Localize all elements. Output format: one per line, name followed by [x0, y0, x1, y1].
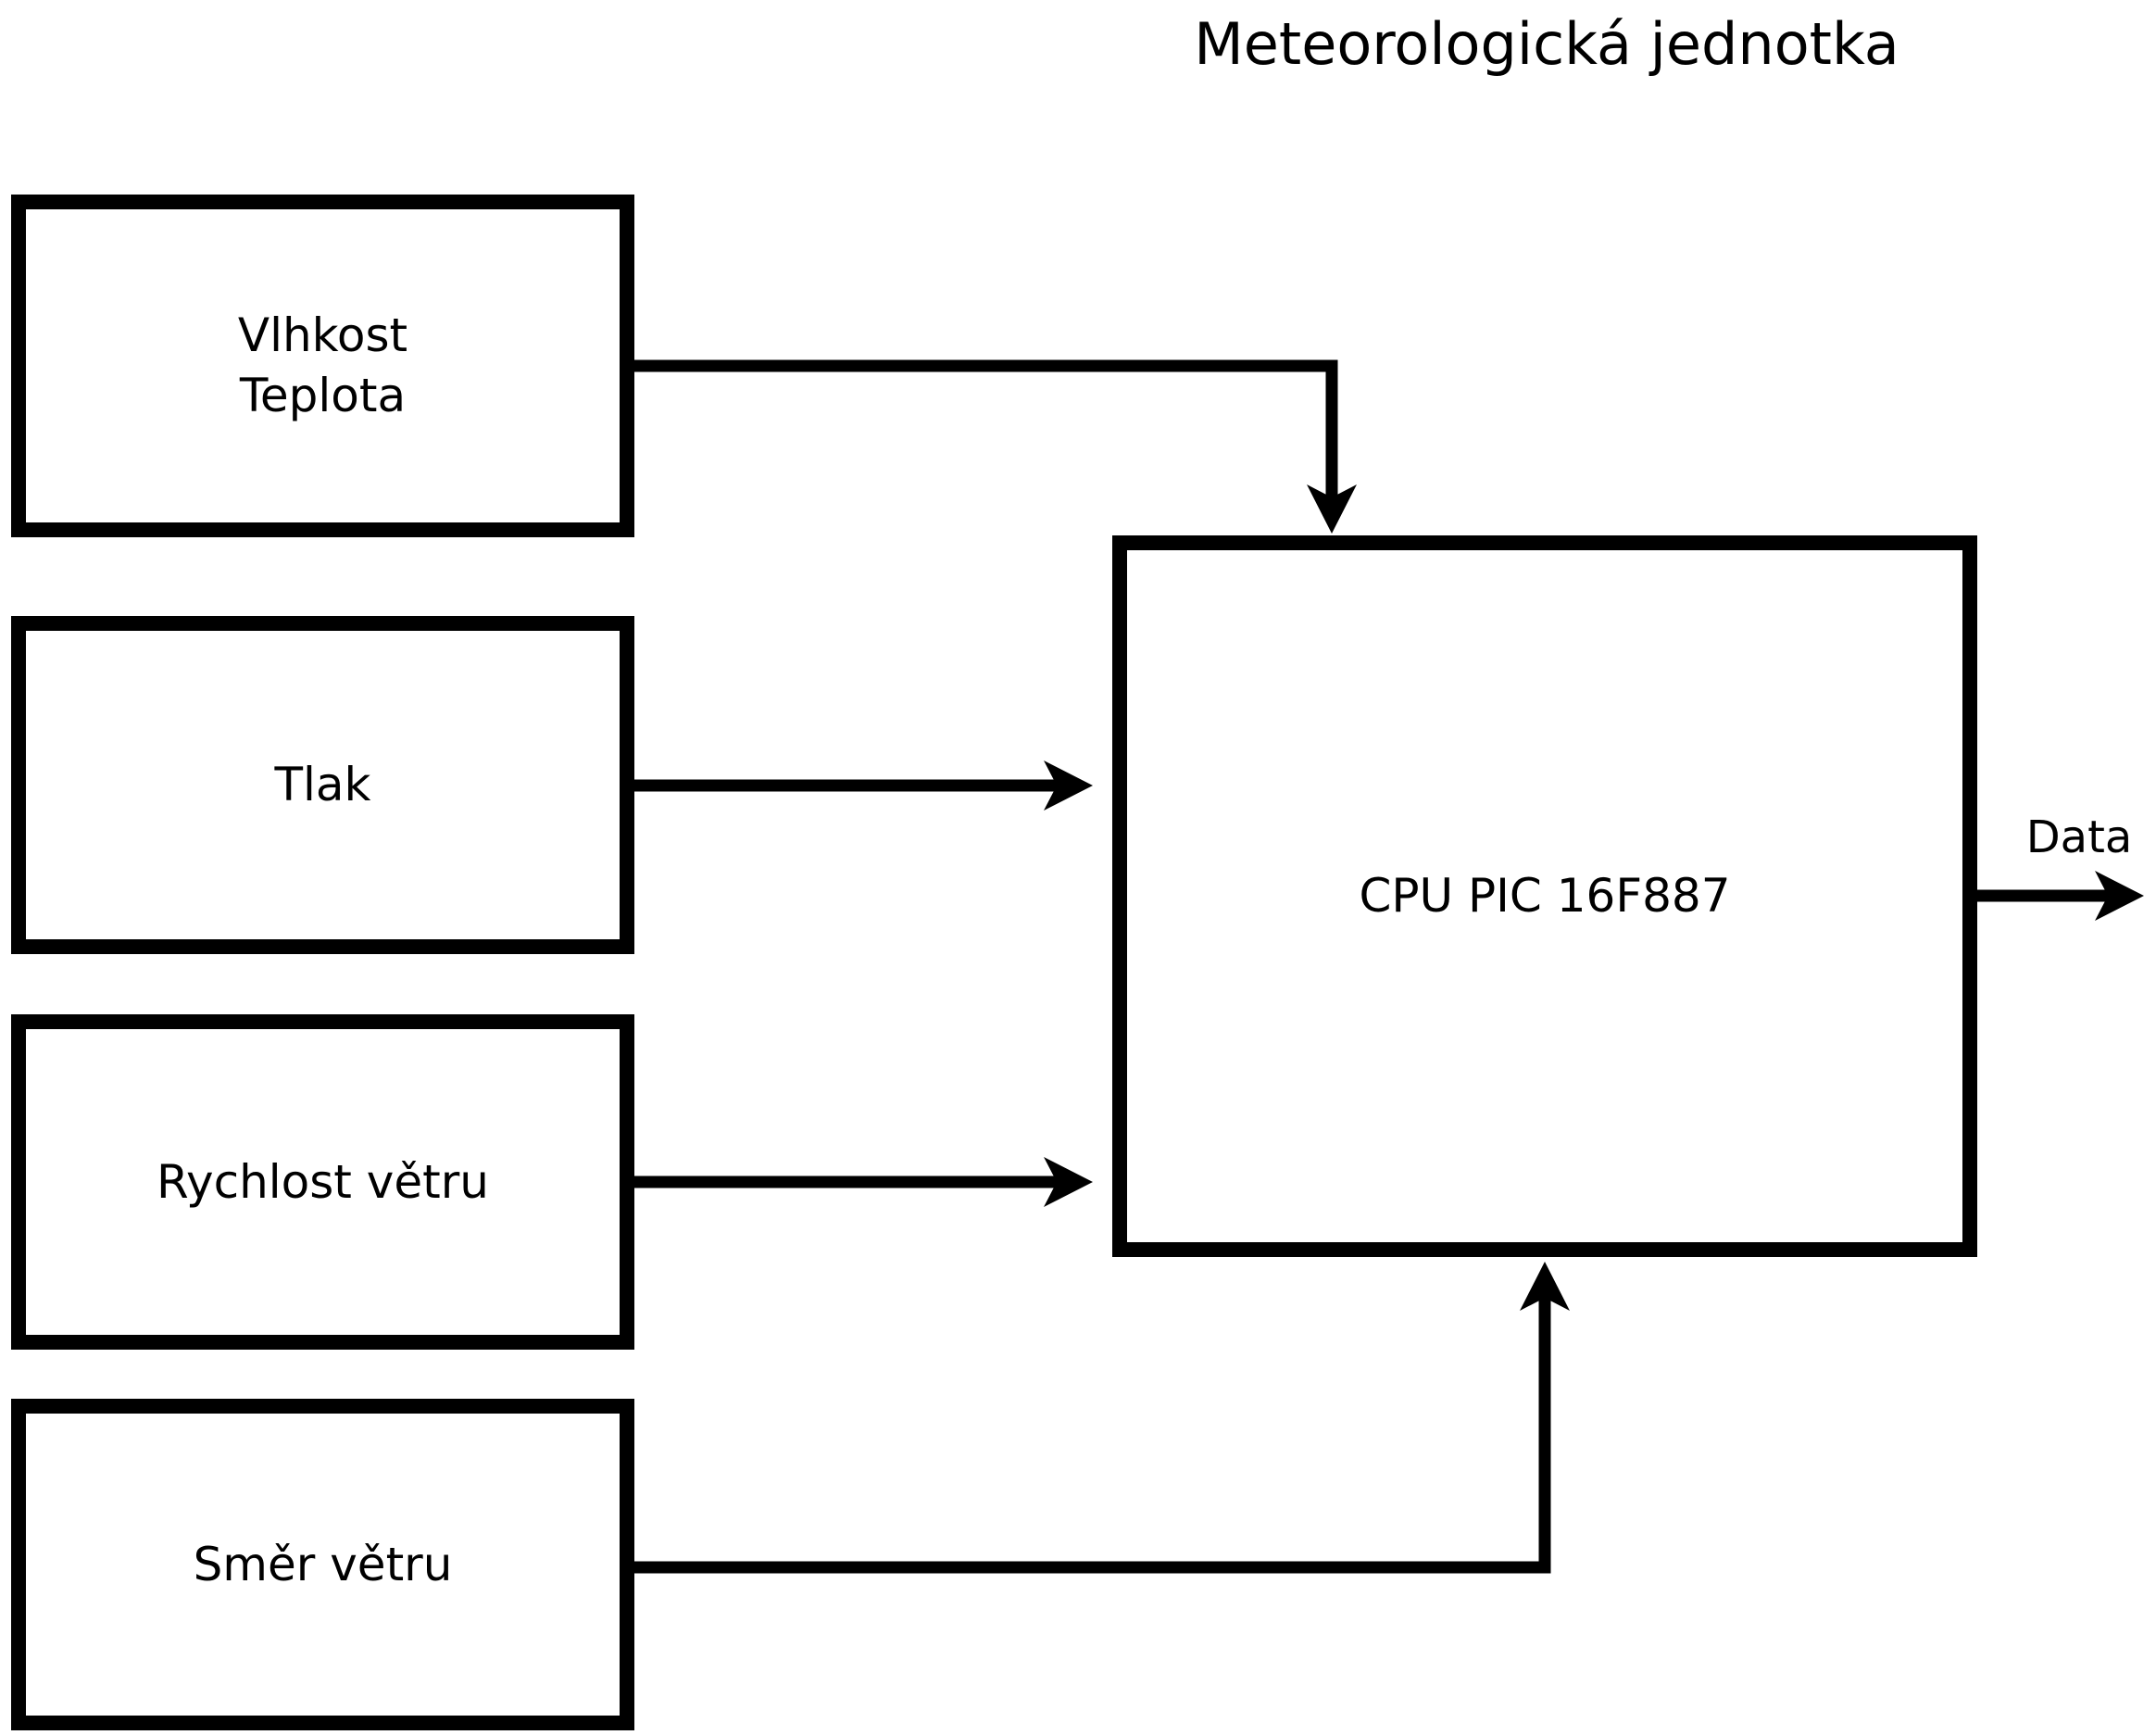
input-box-label: Vlhkost Teplota [237, 308, 408, 422]
arrowhead-right-icon [1044, 761, 1093, 811]
data-output-label: Data [2025, 811, 2133, 863]
input-box-wind-direction: Směr větru [11, 1399, 634, 1730]
arrowhead-right-icon [2095, 871, 2144, 921]
cpu-box: CPU PIC 16F887 [1112, 535, 1977, 1257]
arrowhead-right-icon [1044, 1157, 1093, 1207]
connector-humidity-temperature [634, 359, 1338, 500]
input-box-pressure: Tlak [11, 616, 634, 954]
input-box-label: Směr větru [193, 1537, 453, 1591]
connector-wind-direction [634, 1297, 1551, 1574]
input-box-label: Rychlost větru [156, 1154, 489, 1209]
input-box-label: Tlak [274, 758, 371, 811]
arrowhead-up-icon [1520, 1262, 1570, 1311]
diagram-title: Meteorologická jednotka [1194, 10, 1899, 78]
cpu-box-label: CPU PIC 16F887 [1359, 869, 1731, 923]
input-box-humidity-temperature: Vlhkost Teplota [11, 195, 634, 537]
arrowhead-down-icon [1307, 484, 1357, 534]
input-box-wind-speed: Rychlost větru [11, 1014, 634, 1350]
